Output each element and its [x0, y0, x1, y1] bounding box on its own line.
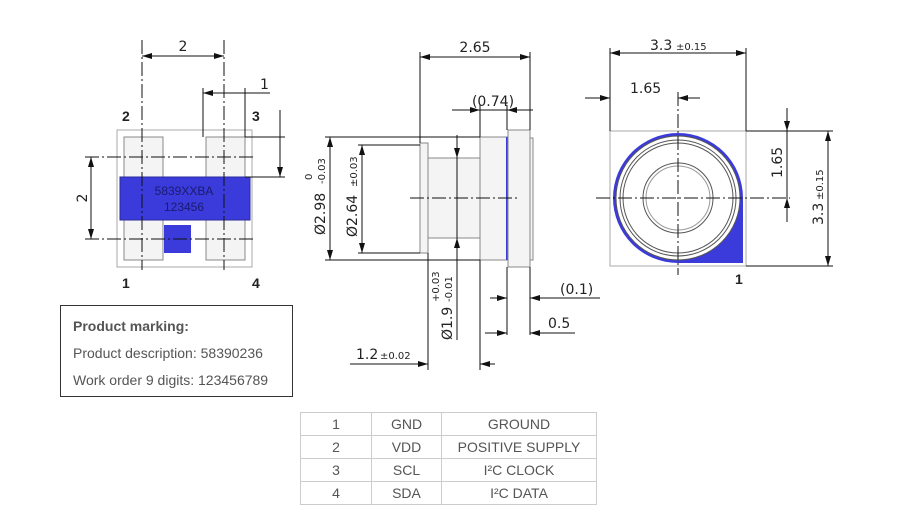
pad-1 — [123, 219, 164, 261]
dim-width: 3.3 — [650, 38, 672, 54]
marking-line2: 123456 — [164, 200, 204, 214]
dim-neck-len-tol: ±0.02 — [380, 351, 411, 362]
dim-neck-tol-lower: -0.01 — [444, 276, 455, 302]
pin-label-2: 2 — [122, 108, 130, 124]
pin-label-1: 1 — [122, 275, 130, 291]
dim-center-x: 1.65 — [630, 81, 661, 97]
dim-flange: (0.74) — [472, 94, 514, 110]
dim-length: 2.65 — [459, 40, 490, 56]
product-marking-box: Product marking: Product description: 58… — [60, 305, 293, 397]
dim-outer-dia: Ø2.98 — [313, 193, 329, 235]
dim-outer-tol-lower: -0.03 — [317, 158, 328, 184]
dim-base: 0.5 — [548, 316, 570, 332]
dim-pitch-y: 2 — [75, 194, 91, 203]
pin-label-3: 3 — [252, 108, 260, 124]
pin-name: VDD — [371, 435, 442, 459]
pin-label-4: 4 — [252, 275, 260, 291]
dim-width-tol: ±0.15 — [676, 42, 707, 53]
dim-pad-width: 1 — [260, 77, 269, 93]
pin-function: I²C DATA — [441, 481, 597, 505]
dim-gap: (0.1) — [560, 282, 593, 298]
work-order: Work order 9 digits: 123456789 — [73, 372, 269, 388]
pin-number: 3 — [300, 458, 372, 482]
product-marking-title: Product marking: — [73, 318, 189, 334]
pin1-label: 1 — [735, 271, 743, 287]
pin-function: I²C CLOCK — [441, 458, 597, 482]
pin-number: 2 — [300, 435, 372, 459]
dim-height: 3.3 — [811, 203, 827, 225]
top-view: 5839XXBA 123456 2 1 2 1 2 3 4 — [75, 39, 285, 291]
dim-outer-tol-upper: 0 — [304, 174, 315, 180]
pin-function: POSITIVE SUPPLY — [441, 435, 597, 459]
pad-4 — [205, 219, 246, 261]
side-view: 2.65 (0.74) Ø2.98 0 -0.03 Ø2.64 ±0.03 Ø1… — [304, 40, 600, 370]
pin-number: 4 — [300, 481, 372, 505]
pin-name: SDA — [371, 481, 442, 505]
dim-neck-tol-upper: +0.03 — [431, 271, 442, 302]
pin-number: 1 — [300, 412, 372, 436]
pin-name: SCL — [371, 458, 442, 482]
dim-neck-len: 1.2 — [356, 347, 378, 363]
bottom-view: 3.3 ±0.15 1.65 1.65 3.3 ±0.15 1 — [585, 38, 833, 287]
pin-name: GND — [371, 412, 442, 436]
product-description: Product description: 58390236 — [73, 345, 263, 361]
dim-height-tol: ±0.15 — [815, 169, 826, 200]
dim-pitch-x: 2 — [179, 39, 188, 55]
dim-center-y: 1.65 — [770, 147, 786, 178]
dim-inner-tol: ±0.03 — [349, 156, 360, 187]
marking-line1: 5839XXBA — [155, 184, 214, 198]
pin-function: GROUND — [441, 412, 597, 436]
dim-inner-dia: Ø2.64 — [345, 195, 361, 237]
dim-neck-dia: Ø1.9 — [440, 307, 456, 340]
